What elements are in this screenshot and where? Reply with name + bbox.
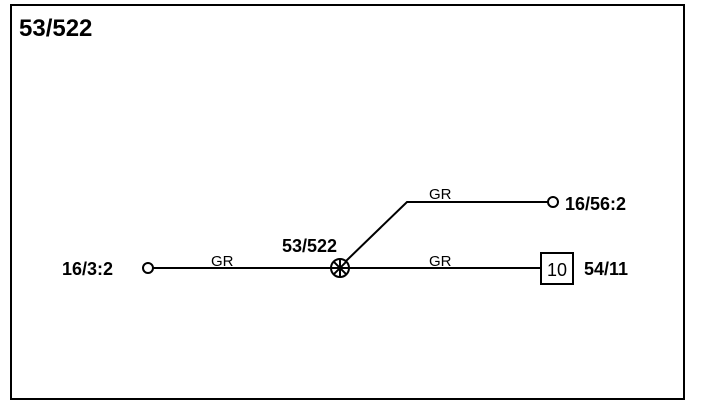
connector-top-right-terminal-icon <box>547 196 559 208</box>
connector-top-right-label: 16/56:2 <box>565 194 626 214</box>
connector-bottom-right-box-icon <box>540 252 574 285</box>
splice-icon <box>330 258 350 278</box>
wire-top-right <box>344 201 548 263</box>
wire-top-right-color-label: GR <box>429 186 452 203</box>
splice-label: 53/522 <box>282 236 337 256</box>
wire-bottom-right-color-label: GR <box>429 253 452 270</box>
connector-bottom-right-box-number: 10 <box>547 260 567 280</box>
diagram-title: 53/522 <box>19 15 92 42</box>
connector-left-terminal-icon <box>142 262 154 274</box>
connector-left-label: 16/3:2 <box>62 259 113 279</box>
wire-left-color-label: GR <box>211 253 234 270</box>
connector-bottom-right-label: 54/11 <box>584 259 628 279</box>
diagram-frame <box>10 4 685 400</box>
